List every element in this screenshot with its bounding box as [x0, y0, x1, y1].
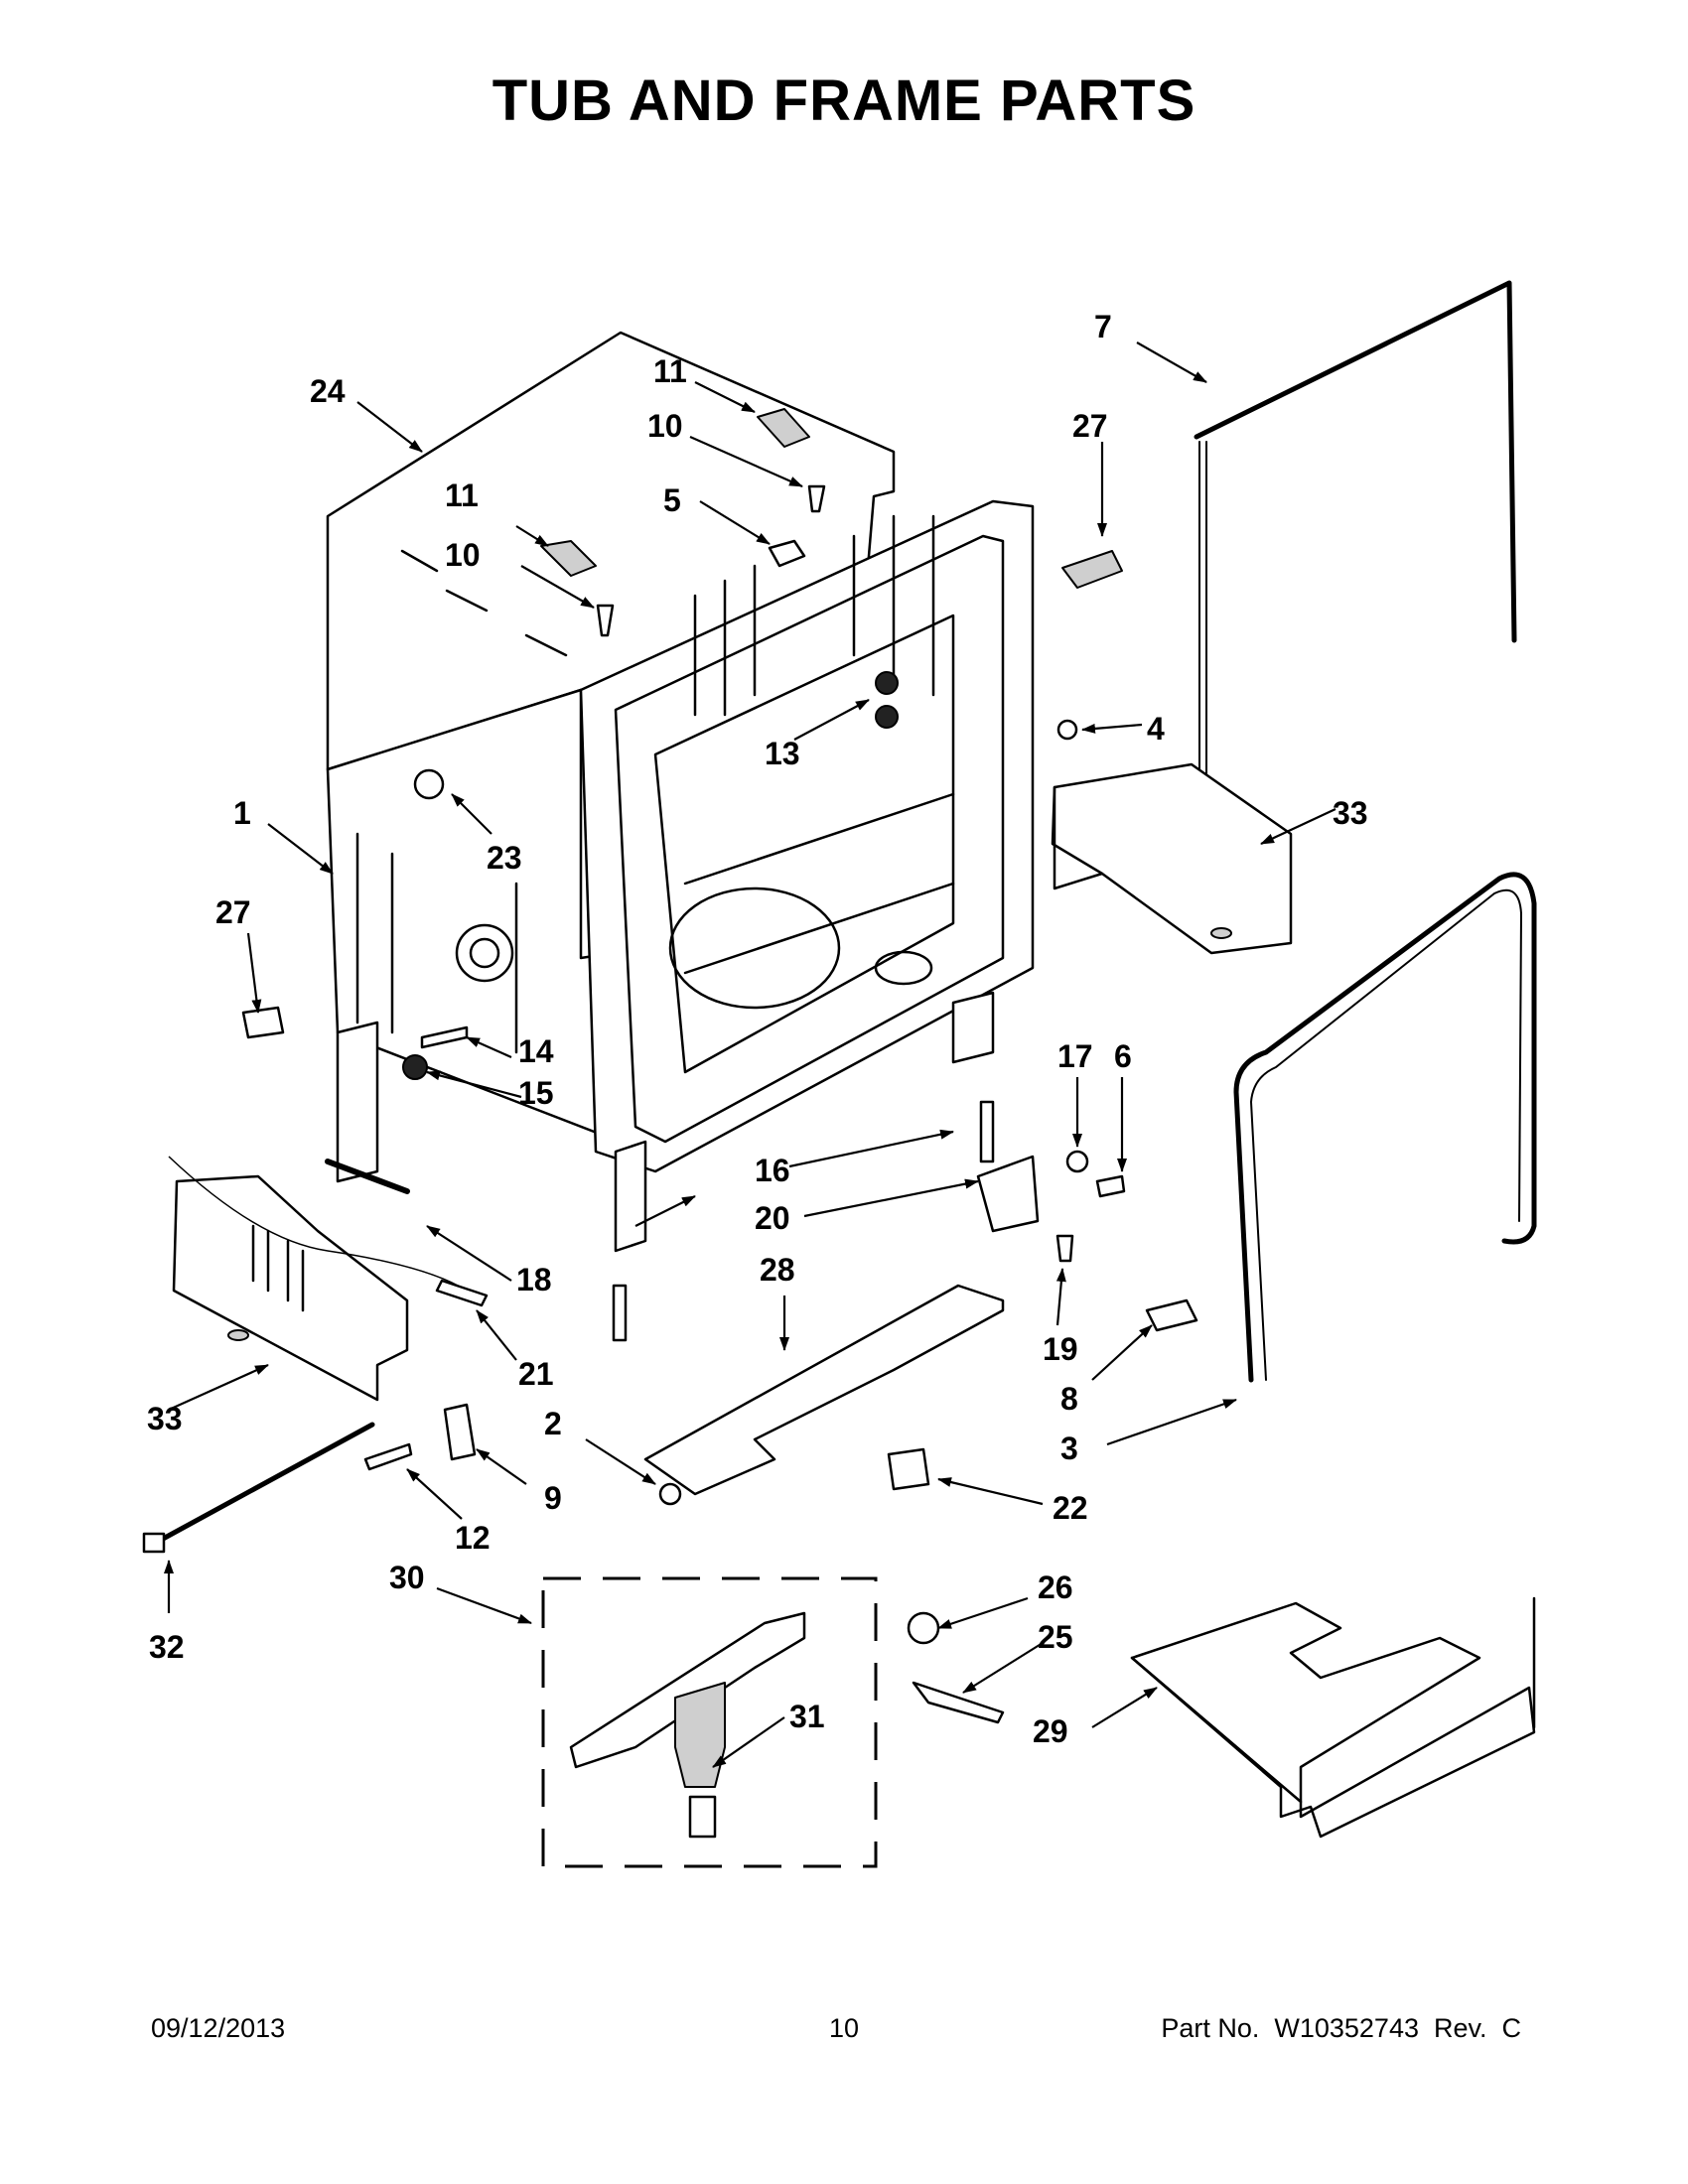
callout-9: 9	[544, 1480, 562, 1516]
callout-18: 18	[516, 1262, 552, 1297]
pump-assembly-box	[541, 1576, 878, 1868]
tub-assembly	[326, 331, 1035, 1253]
callout-22: 22	[1053, 1490, 1088, 1526]
footer-part-number: Part No. W10352743 Rev. C	[1161, 2013, 1521, 2043]
callout-28: 28	[760, 1252, 795, 1288]
side-panel-right	[1051, 762, 1293, 955]
callout-12: 12	[455, 1520, 491, 1556]
callout-20: 20	[755, 1200, 790, 1236]
callout-24: 24	[310, 373, 346, 409]
callout-14: 14	[518, 1033, 554, 1069]
callout-6: 6	[1114, 1038, 1132, 1074]
callout-30: 30	[389, 1560, 425, 1595]
callout-4: 4	[1147, 711, 1165, 747]
side-panel-left	[172, 1174, 409, 1402]
callout-13: 13	[765, 736, 800, 771]
callout-31: 31	[789, 1699, 825, 1734]
footer-page-number: 10	[828, 2013, 860, 2043]
callout-26: 26	[1038, 1570, 1073, 1605]
callout-10-top: 10	[647, 408, 683, 444]
callout-labels: 24 11 10 11 10 5 7 27 4 13 33 1 23 27 14…	[147, 309, 1368, 1749]
callout-11-top: 11	[653, 353, 687, 389]
callout-5: 5	[663, 482, 681, 518]
callout-15: 15	[518, 1075, 554, 1111]
callout-17: 17	[1057, 1038, 1093, 1074]
callout-23: 23	[487, 840, 522, 876]
callout-11-left: 11	[445, 478, 479, 513]
callout-10-left: 10	[445, 537, 481, 573]
callout-8: 8	[1060, 1381, 1078, 1417]
tub-gasket	[1233, 872, 1537, 1383]
callout-1: 1	[233, 795, 251, 831]
base-plate	[643, 1284, 1005, 1496]
base-cover	[1130, 1596, 1536, 1839]
callout-25: 25	[1038, 1619, 1073, 1655]
callout-32: 32	[149, 1629, 185, 1665]
callout-33-right: 33	[1333, 795, 1368, 831]
callout-2: 2	[544, 1406, 562, 1441]
page-title: TUB AND FRAME PARTS	[492, 68, 1196, 133]
callout-3: 3	[1060, 1431, 1078, 1466]
callout-33-left: 33	[147, 1401, 183, 1436]
leader-arrows	[164, 341, 1336, 1768]
callout-19: 19	[1043, 1331, 1078, 1367]
callout-27-right: 27	[1072, 408, 1108, 444]
callout-16: 16	[755, 1153, 790, 1188]
footer-date: 09/12/2013	[151, 2013, 286, 2043]
callout-21: 21	[518, 1356, 554, 1392]
callout-7: 7	[1094, 309, 1112, 344]
small-parts	[142, 408, 1198, 1724]
callout-27-left: 27	[215, 894, 251, 930]
door-gasket	[1194, 280, 1517, 825]
callout-29: 29	[1033, 1713, 1068, 1749]
